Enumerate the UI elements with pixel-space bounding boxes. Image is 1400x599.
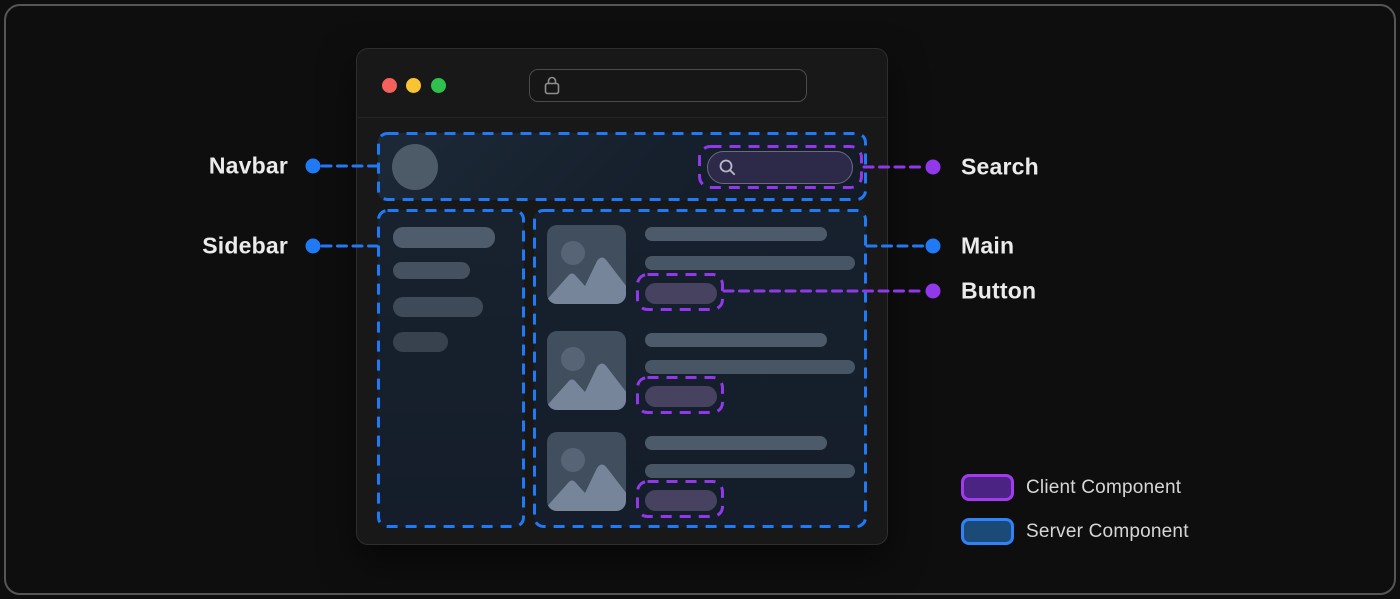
item-thumbnail [547, 225, 626, 304]
server-component-swatch [961, 518, 1014, 545]
main-dot [925, 238, 941, 254]
url-bar[interactable] [529, 69, 807, 102]
sidebar-dot [305, 238, 321, 254]
legend-server-label: Server Component [1026, 520, 1189, 542]
item-title-placeholder [645, 436, 827, 450]
sidebar-label: Sidebar [202, 232, 288, 259]
item-title-placeholder [645, 227, 827, 241]
button-label: Button [961, 277, 1037, 304]
item-thumbnail [547, 331, 626, 410]
avatar[interactable] [392, 144, 438, 190]
sidebar-region [378, 210, 524, 527]
item-button[interactable] [645, 490, 717, 511]
item-button[interactable] [645, 283, 717, 304]
search-icon [719, 159, 736, 176]
traffic-light-close[interactable] [381, 77, 397, 93]
sidebar-link-placeholder[interactable] [393, 332, 448, 352]
item-button[interactable] [645, 386, 717, 407]
search-input[interactable] [707, 151, 853, 184]
legend-client-label: Client Component [1026, 476, 1182, 498]
client-component-swatch [961, 474, 1014, 501]
search-dot [925, 159, 941, 175]
sidebar-link-placeholder[interactable] [393, 262, 470, 279]
legend-item-client: Client Component [961, 474, 1181, 501]
lock-icon [544, 76, 560, 95]
button-dot [925, 283, 941, 299]
main-label: Main [961, 232, 1015, 259]
browser-titlebar [356, 48, 886, 118]
item-thumbnail [547, 432, 626, 511]
navbar-label: Navbar [208, 152, 288, 179]
item-text-placeholder [645, 464, 855, 478]
sidebar-link-placeholder[interactable] [393, 227, 495, 248]
navbar-dot [305, 158, 321, 174]
item-title-placeholder [645, 333, 827, 347]
search-label: Search [961, 153, 1039, 180]
traffic-light-zoom[interactable] [430, 77, 446, 93]
traffic-light-minimize[interactable] [406, 77, 421, 93]
sidebar-link-placeholder[interactable] [393, 297, 483, 317]
item-text-placeholder [645, 360, 855, 374]
item-text-placeholder [645, 256, 855, 270]
legend-item-server: Server Component [961, 518, 1189, 545]
